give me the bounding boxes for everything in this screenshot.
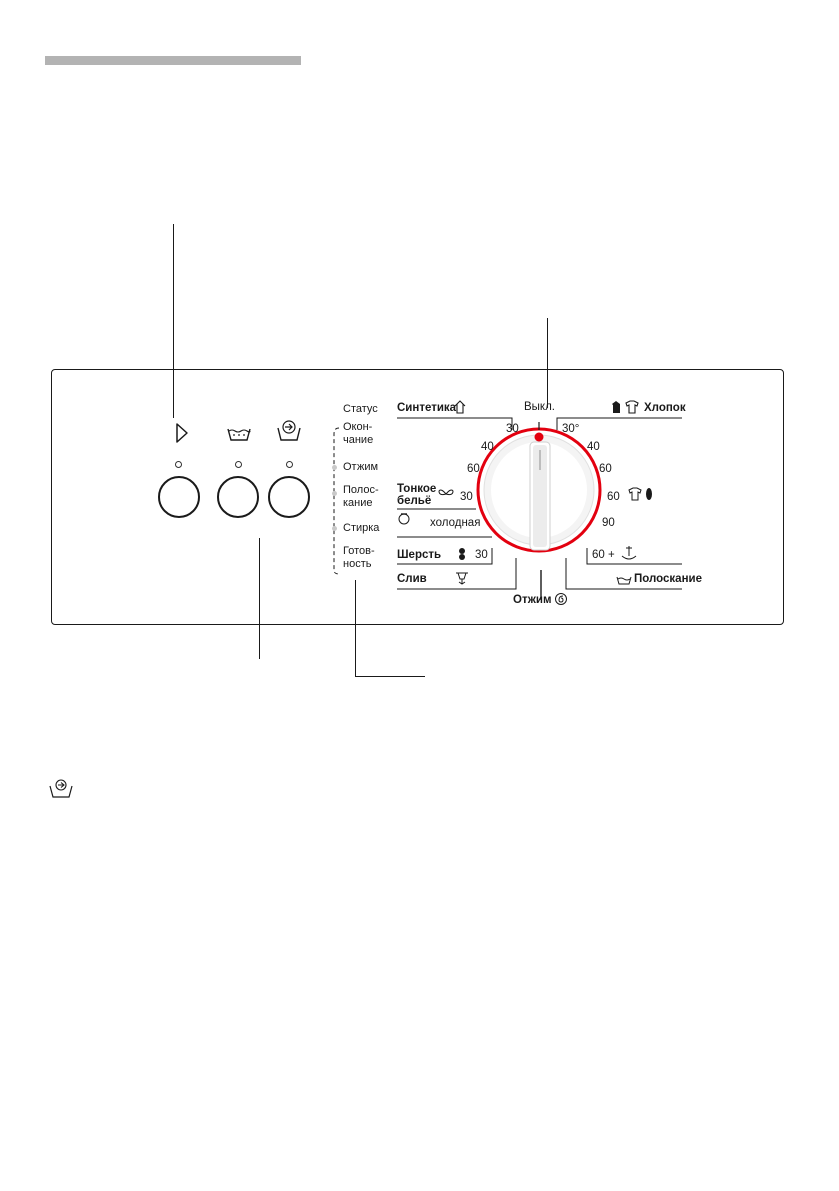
del-30: 30 bbox=[460, 491, 473, 503]
cold-label: холодная bbox=[430, 517, 481, 529]
dial-off: Выкл. bbox=[524, 401, 556, 413]
status-bracket bbox=[333, 427, 340, 575]
status-rinse: Полос- кание bbox=[343, 484, 379, 509]
synthetics-shirt-icon bbox=[454, 400, 466, 414]
cot-60: 60 bbox=[599, 463, 612, 475]
status-spin-led bbox=[332, 465, 337, 470]
status-spin: Отжим bbox=[343, 461, 379, 473]
callout-line-start bbox=[173, 224, 175, 418]
cotton-shirt-icon bbox=[612, 400, 639, 414]
callout-line-status-v bbox=[355, 580, 357, 677]
spin-led bbox=[286, 461, 293, 468]
wool-30: 30 bbox=[475, 549, 488, 561]
spin-icon bbox=[555, 593, 567, 605]
callout-line-dial bbox=[547, 318, 549, 408]
program-delicate-2: бельё bbox=[397, 495, 432, 507]
spin-speed-button[interactable] bbox=[268, 476, 310, 518]
program-drain: Слив bbox=[397, 573, 427, 585]
eco-shirt-icon bbox=[628, 487, 652, 501]
program-spin: Отжим bbox=[513, 594, 552, 606]
control-panel: Статус Окон- чание Отжим Полос- кание Ст… bbox=[51, 369, 784, 625]
play-triangle-icon bbox=[176, 423, 188, 443]
callout-line-buttons bbox=[259, 538, 261, 659]
butterfly-icon bbox=[438, 489, 454, 496]
program-delicate-1: Тонкое bbox=[397, 483, 437, 495]
prewash-icon bbox=[621, 546, 637, 560]
callout-line-status-h bbox=[355, 676, 425, 678]
program-wool: Шерсть bbox=[397, 549, 442, 561]
wool-yarn-icon bbox=[459, 548, 465, 560]
rinse-hold-button[interactable] bbox=[217, 476, 259, 518]
spin-drum-icon-bottom bbox=[49, 779, 73, 798]
cot-30: 30° bbox=[562, 423, 580, 435]
start-pause-button[interactable] bbox=[158, 476, 200, 518]
syn-30: 30 bbox=[506, 423, 519, 435]
program-selector-dial[interactable] bbox=[478, 429, 600, 551]
cot-40: 40 bbox=[587, 441, 600, 453]
cot-90: 90 bbox=[602, 517, 615, 529]
cold-tap-icon bbox=[398, 513, 410, 525]
drain-icon bbox=[456, 572, 468, 585]
cot-60-plus: 60 + bbox=[592, 549, 615, 561]
syn-60: 60 bbox=[467, 463, 480, 475]
status-ready: Готов- ность bbox=[343, 545, 375, 570]
rinse-led bbox=[235, 461, 242, 468]
status-wash-led bbox=[332, 526, 337, 531]
spin-drum-icon bbox=[277, 420, 301, 441]
dial-graphics bbox=[397, 417, 682, 600]
syn-40: 40 bbox=[481, 441, 494, 453]
header-bar bbox=[45, 56, 301, 65]
program-synthetics: Синтетика bbox=[397, 402, 457, 414]
status-wash: Стирка bbox=[343, 522, 380, 534]
cot-60-eco: 60 bbox=[607, 491, 620, 503]
rinse-tub-icon bbox=[227, 428, 251, 441]
rinse-small-icon bbox=[616, 576, 632, 585]
status-title: Статус bbox=[343, 403, 378, 415]
start-led bbox=[175, 461, 182, 468]
status-rinse-led bbox=[332, 491, 337, 496]
program-cotton: Хлопок bbox=[644, 402, 686, 414]
program-rinse: Полоскание bbox=[634, 573, 702, 585]
status-end: Окон- чание bbox=[343, 421, 374, 446]
